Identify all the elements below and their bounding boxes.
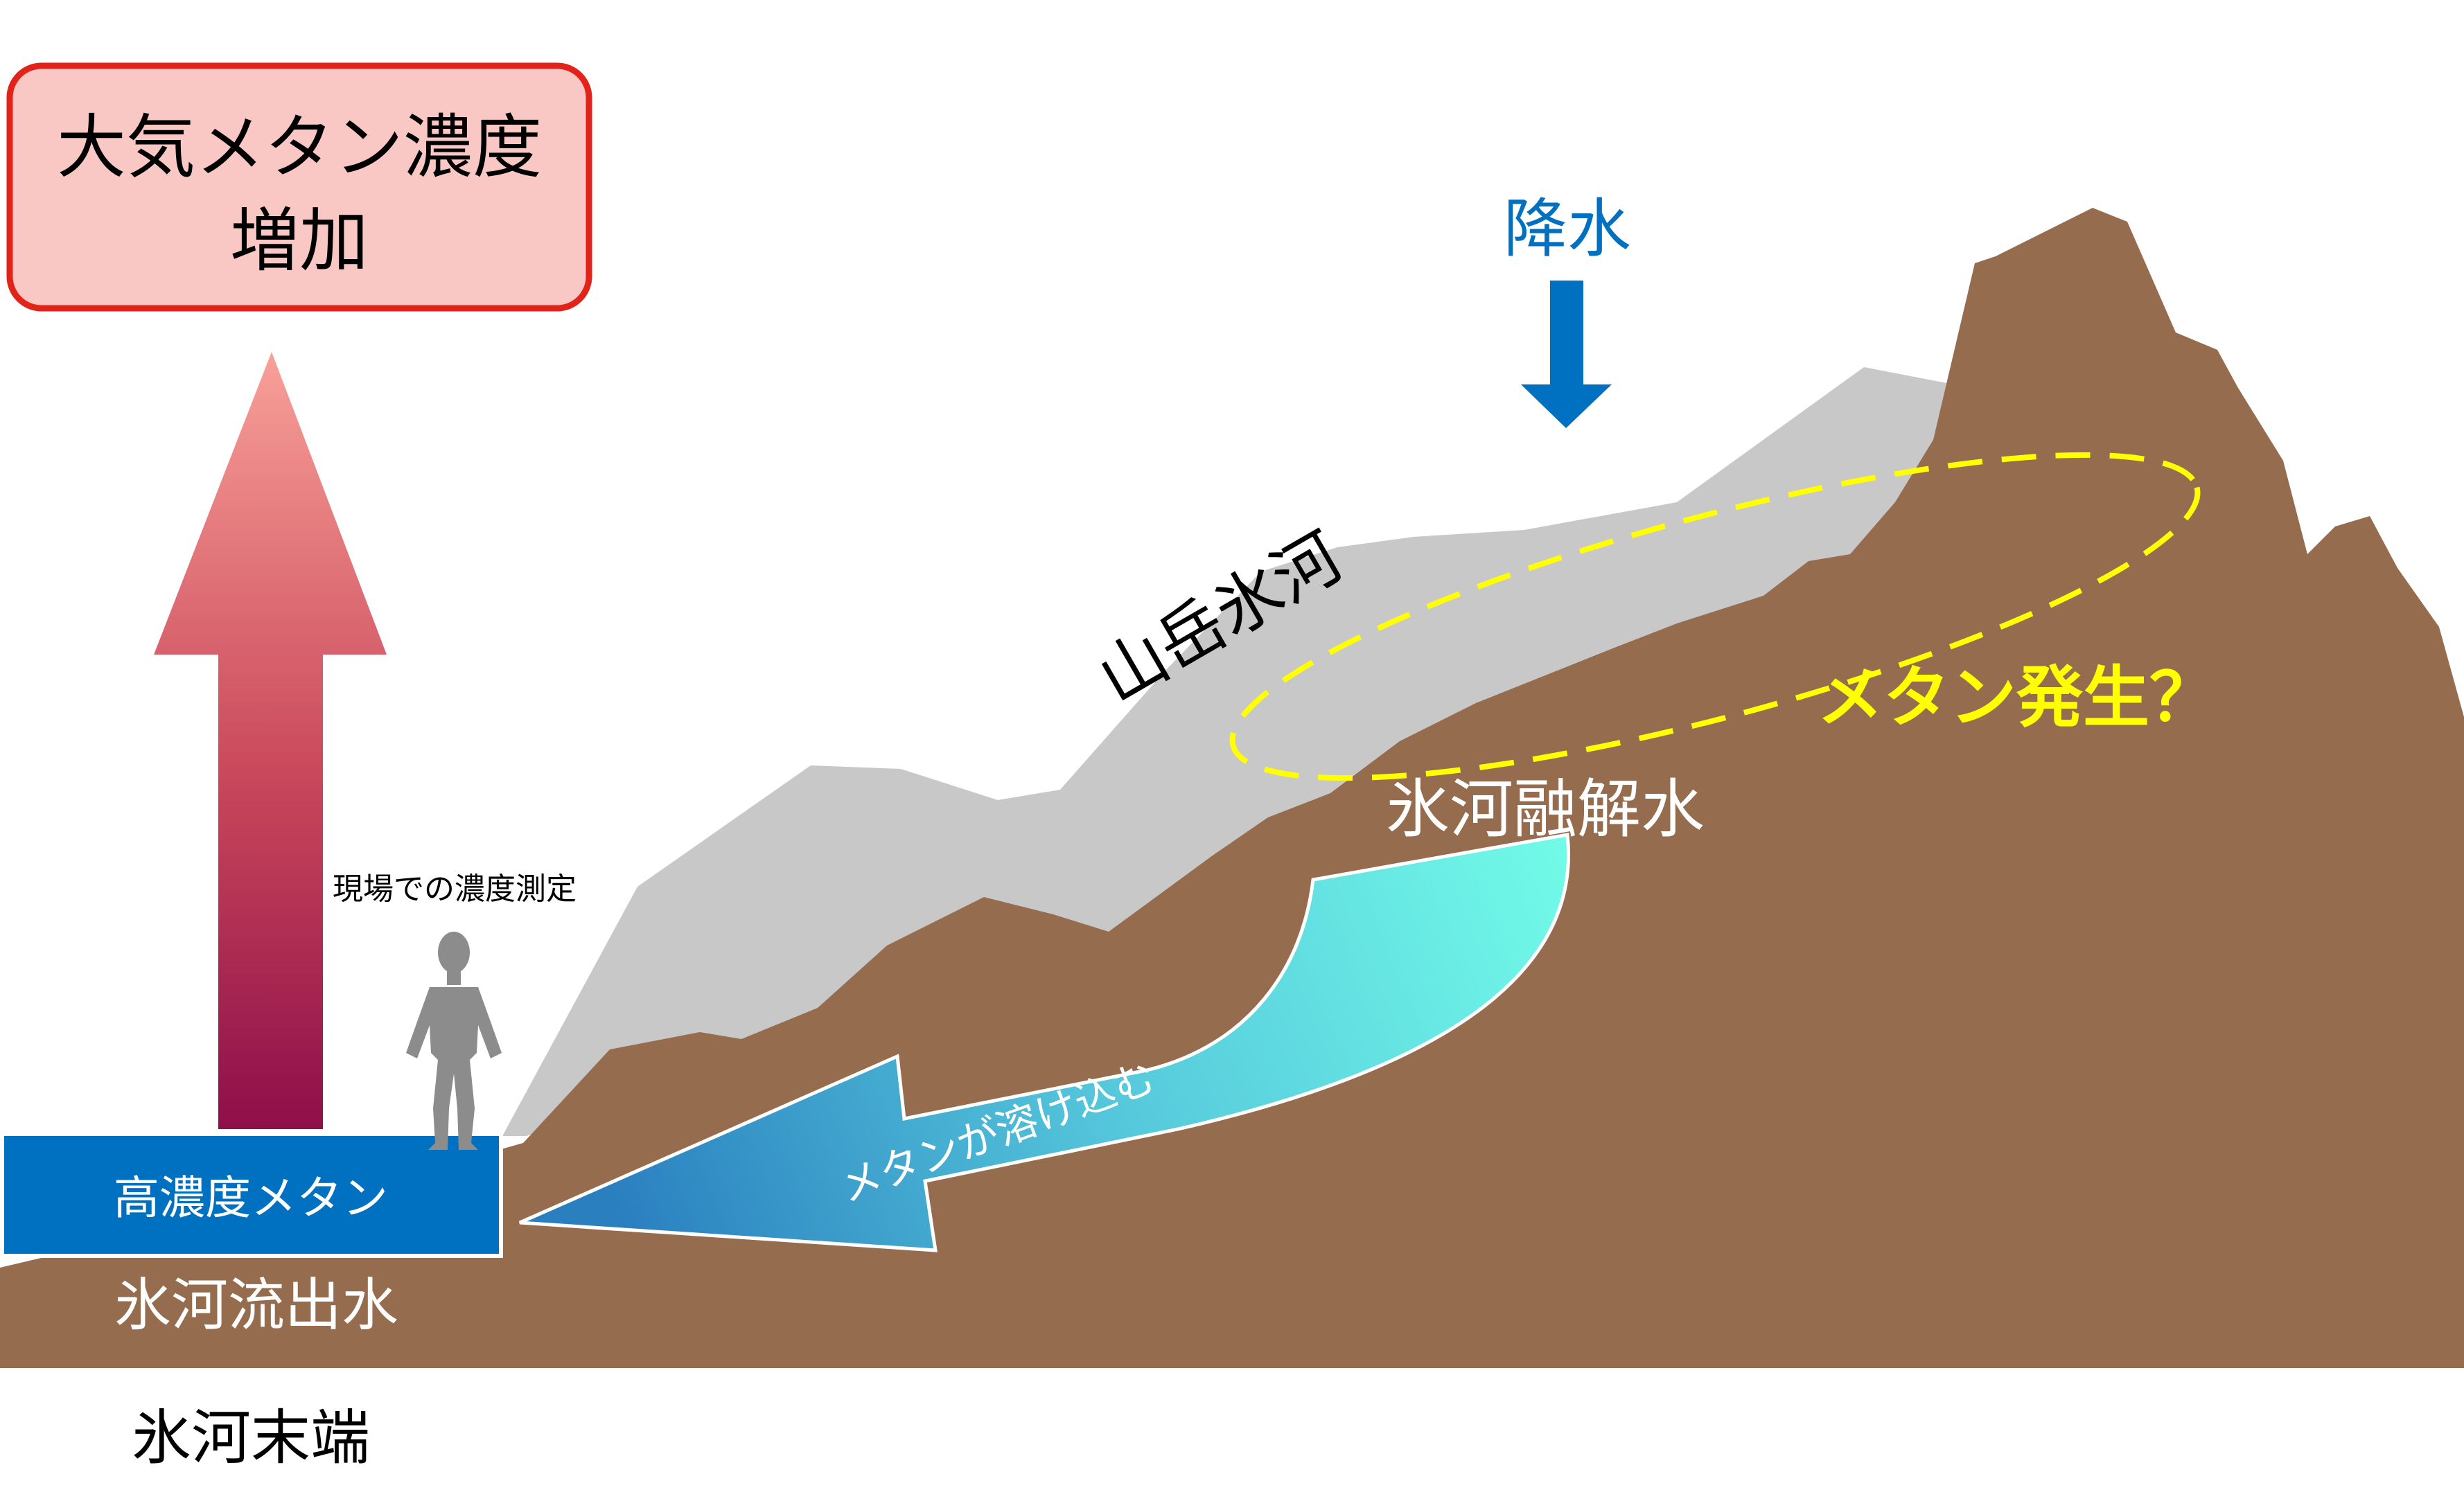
title-box <box>6 62 592 312</box>
methane-generation-label: メタン発生？ <box>1817 659 2216 736</box>
onsite-measurement-label: 現場での濃度測定 <box>333 871 577 907</box>
methane-generation-ellipse <box>1229 452 2201 781</box>
mountain-ground <box>0 208 2464 1368</box>
precipitation-arrow <box>1521 281 1612 428</box>
meltwater-flow-arrow <box>518 833 1570 1252</box>
glacier-meltwater-label: 氷河融解水 <box>1386 772 1705 846</box>
glacier-terminus-label: 氷河末端 <box>132 1403 370 1473</box>
glacier-outflow-label: 氷河流出水 <box>114 1272 398 1338</box>
high-concentration-methane-label: 高濃度メタン <box>114 1171 388 1225</box>
person-silhouette <box>406 932 502 1150</box>
title-line2: 増加 <box>230 200 369 281</box>
up-arrow <box>154 352 387 1129</box>
methane-pool-box <box>0 1132 503 1258</box>
title-line1: 大気メタン濃度 <box>57 107 542 188</box>
glacier-shape <box>502 367 1954 1136</box>
precipitation-label: 降水 <box>1504 192 1631 266</box>
